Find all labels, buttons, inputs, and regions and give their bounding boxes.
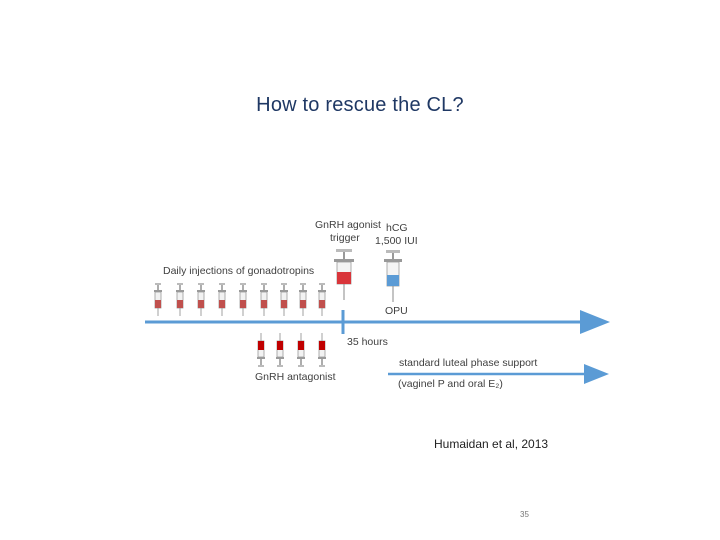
hcg-label-line1: hCG [386,222,408,234]
antagonist-label: GnRH antagonist [255,371,336,383]
gonadotropin-syringe-icon [259,282,269,317]
page-number: 35 [520,510,529,519]
gonadotropin-syringe-icon [175,282,185,317]
antagonist-syringe-icon [256,332,266,368]
gonadotropin-syringe-icon [279,282,289,317]
interval-label: 35 hours [347,336,388,348]
trigger-syringe-icon [334,249,354,300]
slide-title: How to rescue the CL? [256,94,464,116]
gonadotropin-syringe-icon [217,282,227,317]
trigger-label-line1: GnRH agonist [315,219,381,231]
antagonist-syringes [256,332,327,368]
gonadotropin-syringe-icon [238,282,248,317]
gonadotropin-syringes [153,282,327,317]
gonadotropin-syringe-icon [196,282,206,317]
antagonist-syringe-icon [296,332,306,368]
gonadotropin-syringe-icon [298,282,308,317]
hcg-label-line2: 1,500 IUI [375,235,418,247]
luteal-label-line2: (vaginel P and oral E₂) [398,378,503,390]
antagonist-syringe-icon [275,332,285,368]
opu-label: OPU [385,305,408,317]
gonadotropin-syringe-icon [153,282,163,317]
gonadotropin-syringe-icon [317,282,327,317]
antagonist-syringe-icon [317,332,327,368]
gonadotropins-label: Daily injections of gonadotropins [163,265,315,277]
citation: Humaidan et al, 2013 [434,437,549,451]
luteal-label-line1: standard luteal phase support [399,357,538,369]
trigger-label-line2: trigger [330,232,360,244]
hcg-syringe-icon [384,250,402,302]
